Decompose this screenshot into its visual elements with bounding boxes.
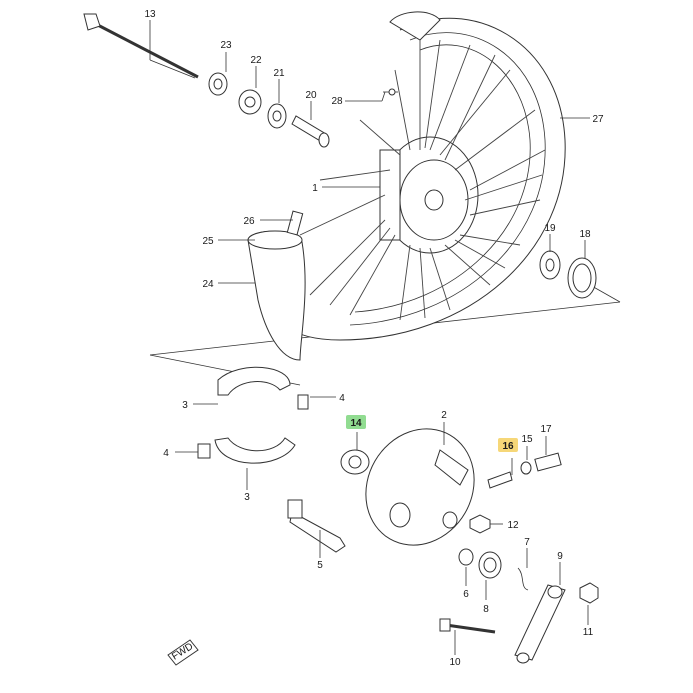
inner-tube xyxy=(247,210,306,361)
label-13: 13 xyxy=(144,9,156,20)
label-11: 11 xyxy=(583,627,594,638)
label-4-left: 4 xyxy=(163,448,169,459)
label-1: 1 xyxy=(312,183,318,194)
axle xyxy=(83,13,199,79)
label-12: 12 xyxy=(507,520,519,531)
label-18: 18 xyxy=(579,229,591,240)
leader-lines xyxy=(149,20,590,655)
label-5: 5 xyxy=(317,560,323,571)
label-26: 26 xyxy=(243,216,255,227)
label-27: 27 xyxy=(592,114,604,125)
part-labels: 13 23 22 21 20 28 27 1 26 25 24 19 18 3 … xyxy=(144,9,604,668)
label-22: 22 xyxy=(250,55,262,66)
brake-arm xyxy=(439,582,599,664)
camshaft-small-parts xyxy=(458,548,529,591)
label-15: 15 xyxy=(521,434,533,445)
spoke-nipple xyxy=(383,88,398,96)
label-23: 23 xyxy=(220,40,232,51)
label-20: 20 xyxy=(305,90,317,101)
label-14: 14 xyxy=(350,418,362,429)
label-9: 9 xyxy=(557,551,563,562)
wheel-assembly xyxy=(83,11,621,386)
label-3-bottom: 3 xyxy=(244,492,250,503)
label-4-right: 4 xyxy=(339,393,345,404)
fwd-arrow-mark: FWD xyxy=(167,639,199,666)
part-16-highlight xyxy=(498,438,518,452)
label-7: 7 xyxy=(524,537,530,548)
brake-panel xyxy=(365,428,475,546)
brake-assembly: FWD xyxy=(167,366,599,666)
label-6: 6 xyxy=(463,589,469,600)
label-2: 2 xyxy=(441,410,447,421)
label-16: 16 xyxy=(502,441,514,452)
label-3-top: 3 xyxy=(182,400,188,411)
speedometer-gear xyxy=(340,449,370,475)
brake-cam xyxy=(287,499,346,553)
part-14-highlight xyxy=(346,415,366,429)
label-25: 25 xyxy=(202,236,214,247)
label-8: 8 xyxy=(483,604,489,615)
label-10: 10 xyxy=(449,657,461,668)
bearing-and-seal xyxy=(539,250,597,299)
panel-hardware xyxy=(469,452,562,534)
label-24: 24 xyxy=(202,279,214,290)
label-19: 19 xyxy=(544,223,556,234)
brake-shoes xyxy=(197,366,309,464)
label-21: 21 xyxy=(273,68,285,79)
wheel-hub xyxy=(379,136,479,254)
spokes xyxy=(299,39,546,321)
axle-spacers xyxy=(208,72,330,148)
label-17: 17 xyxy=(540,424,552,435)
label-28: 28 xyxy=(331,96,343,107)
